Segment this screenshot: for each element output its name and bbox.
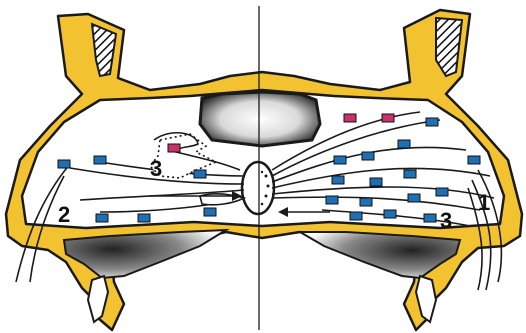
blue-marker [360,198,372,206]
blue-marker [326,196,338,204]
blue-marker [384,210,396,218]
blue-marker [96,214,108,222]
blue-marker [350,212,362,220]
blue-marker [138,214,150,222]
blue-marker [194,170,206,178]
red-marker [344,114,356,122]
blue-marker [436,188,448,196]
red-marker [168,144,180,152]
red-marker [382,114,394,122]
blue-marker [404,170,416,178]
label-1: 1 [478,190,490,215]
blue-marker [370,178,382,186]
label-3-right: 3 [440,208,452,233]
blue-marker [58,160,70,168]
blue-marker [94,156,106,164]
blue-marker [424,214,436,222]
label-2: 2 [58,202,70,227]
blue-marker [332,176,344,184]
blue-marker [408,194,420,202]
central-oval [242,162,274,214]
blue-marker [398,140,410,148]
central-speckled-body [200,92,320,146]
blue-marker [362,152,374,160]
blue-marker [204,208,216,216]
blue-marker [468,156,480,164]
label-3-left: 3 [150,156,162,181]
blue-marker [426,118,438,126]
blue-marker [334,156,346,164]
